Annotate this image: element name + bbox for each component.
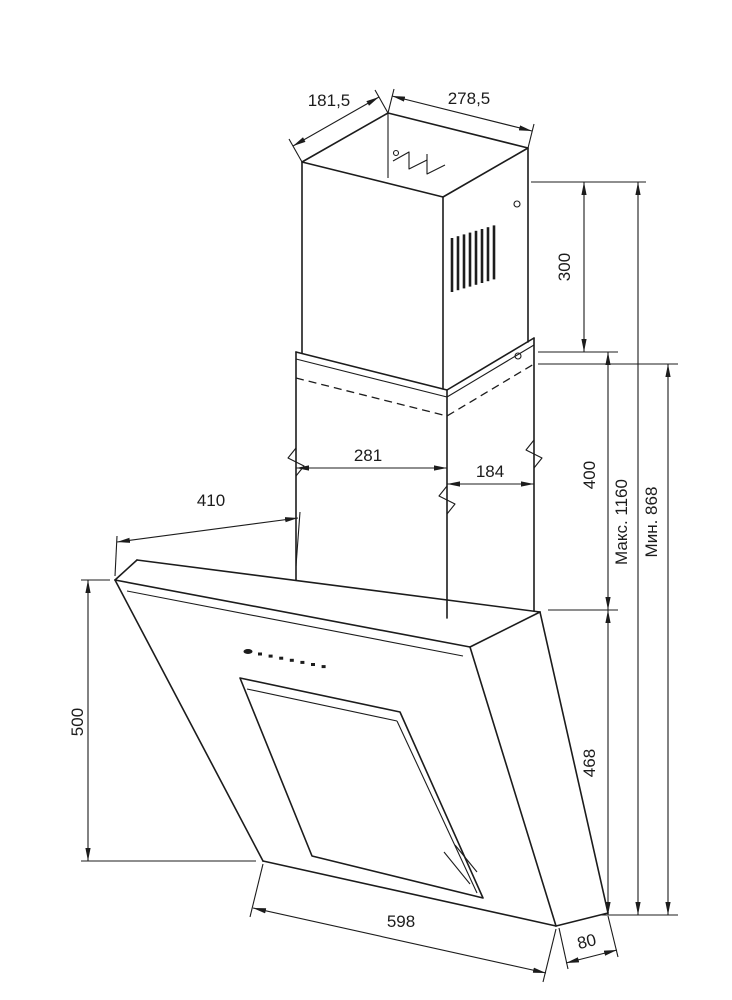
dim-hood-bottom-width: 598	[249, 863, 557, 983]
hood-right-side-edge	[539, 611, 609, 914]
dim-label-upper-chimney-height: 300	[555, 253, 574, 281]
dim-hood-bottom-depth: 80	[558, 915, 619, 970]
control-button	[279, 656, 284, 660]
dim-label-chimney-top-width: 278,5	[448, 89, 491, 108]
bracket-zigzag	[392, 151, 428, 170]
dim-label-chimney-lower-width: 184	[476, 462, 504, 481]
dim-label-chimney-lower-depth: 281	[354, 446, 382, 465]
dimension-line	[116, 517, 299, 543]
bracket-screw-hole	[392, 149, 400, 157]
break-mark	[287, 447, 305, 477]
dim-chimney-lower-depth: 281	[296, 446, 447, 471]
dim-chimney-top-depth: 181,5	[288, 89, 389, 163]
glass-reflection	[443, 851, 471, 885]
screw-hole	[513, 200, 521, 208]
mounting-bracket	[392, 149, 446, 175]
control-panel	[243, 649, 326, 669]
extension-line	[114, 535, 118, 577]
glass-reflection	[454, 844, 478, 873]
hood-top-right-edge	[469, 611, 541, 648]
dim-label-hood-right-height: 468	[580, 749, 599, 777]
hood-glass-top-edge	[114, 579, 471, 648]
vent-grille	[450, 225, 496, 292]
dimension-line	[391, 95, 533, 132]
dim-chimney-lower-width: 184	[447, 462, 534, 487]
dim-label-hood-front-height: 500	[68, 708, 87, 736]
dim-label-max-total-height: Макс. 1160	[612, 479, 631, 565]
lower-duct-rim-inner-line	[295, 344, 535, 398]
dim-label-hood-bottom-width: 598	[387, 912, 415, 931]
control-button	[289, 658, 294, 662]
inner-glass-top-edge-line	[246, 688, 398, 722]
dim-upper-chimney-height: 300	[555, 182, 587, 352]
hood-glass-right-edge	[469, 646, 557, 927]
dim-lower-chimney-height: 400	[580, 352, 611, 610]
inner-glass-panel	[239, 677, 484, 899]
dim-label-hood-bottom-depth: 80	[575, 930, 598, 953]
dim-label-lower-chimney-height: 400	[580, 461, 599, 489]
hood-glass-left-edge	[114, 579, 264, 862]
dimension-annotations: 181,5 278,5 281 184 410	[68, 88, 678, 983]
inner-glass-outline	[239, 677, 484, 899]
extension-line	[288, 138, 303, 163]
control-button	[321, 665, 326, 669]
control-button	[258, 652, 262, 656]
dim-hood-top-depth: 410	[114, 491, 301, 577]
dimension-line	[292, 96, 380, 147]
telescopic-joint-dashed-line	[295, 363, 535, 417]
extension-line	[527, 123, 535, 149]
control-button	[311, 663, 315, 666]
dim-hood-right-height: 468	[580, 610, 611, 915]
inner-glass-right-edge-line	[396, 720, 478, 894]
extension-line	[374, 89, 389, 114]
extension-line	[295, 511, 301, 567]
dim-label-hood-top-depth: 410	[197, 491, 225, 510]
extension-line	[249, 863, 264, 918]
control-button	[268, 654, 273, 658]
break-mark	[525, 439, 543, 469]
extension-line	[387, 88, 395, 114]
dim-chimney-top-width: 278,5	[387, 88, 535, 149]
bracket-flange	[426, 154, 446, 175]
dim-max-total-height: Макс. 1160	[612, 182, 641, 915]
dim-label-min-total-height: Мин. 868	[642, 487, 661, 558]
hood-bottom-right-edge	[555, 912, 609, 927]
dim-label-chimney-top-depth: 181,5	[308, 91, 351, 110]
hood-back-top-edge	[136, 559, 541, 613]
control-display	[243, 649, 253, 654]
dimension-line	[252, 907, 547, 974]
hood-top-left-edge	[114, 559, 138, 581]
dimension-line	[565, 949, 618, 964]
dim-min-total-height: Мин. 868	[642, 364, 671, 915]
hood-glass-top-frame-line	[126, 590, 464, 657]
dim-hood-front-height: 500	[68, 579, 256, 862]
break-mark	[438, 485, 456, 515]
control-button	[300, 660, 305, 664]
